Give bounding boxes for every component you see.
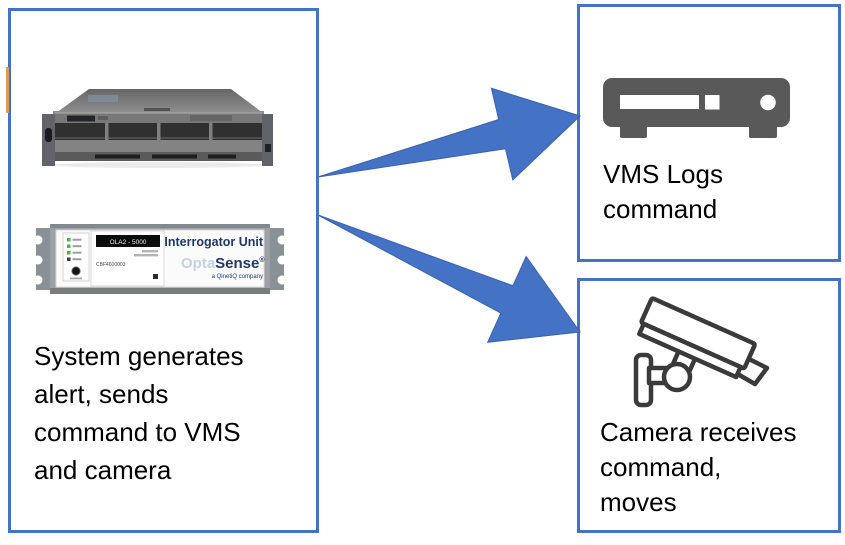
- display-card: OLA2 - 5000 CBF4600003: [90, 230, 165, 287]
- caption-line: System generates: [34, 341, 244, 371]
- process-box-system: OLA2 - 5000 CBF4600003 Interrogator Unit…: [8, 8, 319, 533]
- led-panel: [62, 232, 90, 282]
- vms-recorder-icon: [603, 78, 790, 138]
- process-box-camera: Camera receives command, moves: [577, 278, 841, 533]
- interrogator-unit-image: OLA2 - 5000 CBF4600003 Interrogator Unit…: [36, 224, 284, 294]
- rack-server-image: [42, 89, 273, 168]
- serial-label: CBF4600003: [96, 262, 126, 268]
- caption-line: moves: [600, 487, 677, 517]
- cctv-camera-icon: [633, 296, 770, 408]
- led-green: [67, 244, 71, 248]
- caption-line: and camera: [34, 455, 172, 485]
- caption-line: alert, sends: [34, 379, 169, 409]
- caption-line: VMS Logs: [603, 159, 723, 189]
- caption-line: command,: [600, 452, 722, 482]
- camera-caption: Camera receives command, moves: [600, 415, 797, 520]
- arrow-to-camera: [317, 214, 581, 343]
- caption-line: Camera receives: [600, 417, 797, 447]
- qinetiq-tagline: a QinetiQ company: [212, 274, 263, 280]
- lcd-display-text: OLA2 - 5000: [110, 239, 147, 246]
- interrogator-title: Interrogator Unit: [164, 235, 263, 249]
- caption-line: command to VMS: [34, 417, 241, 447]
- power-button: [760, 94, 776, 111]
- vms-caption: VMS Logs command: [603, 157, 723, 227]
- disc-slot: [620, 95, 699, 109]
- process-box-vms: VMS Logs command: [577, 4, 841, 262]
- lcd-display: [96, 235, 160, 247]
- led-green: [67, 238, 71, 242]
- arrow-to-vms: [317, 87, 581, 181]
- led-green: [67, 251, 71, 255]
- led-dark: [67, 257, 71, 261]
- eject-button: [705, 95, 720, 110]
- optasense-logo: OptaSense®: [181, 255, 265, 272]
- camera-visor: [637, 321, 743, 380]
- border-artifact: [6, 67, 9, 113]
- laser-port: [71, 266, 81, 276]
- system-caption: System generates alert, sends command to…: [34, 337, 244, 489]
- mount-joint: [661, 361, 693, 393]
- caption-line: command: [603, 194, 718, 224]
